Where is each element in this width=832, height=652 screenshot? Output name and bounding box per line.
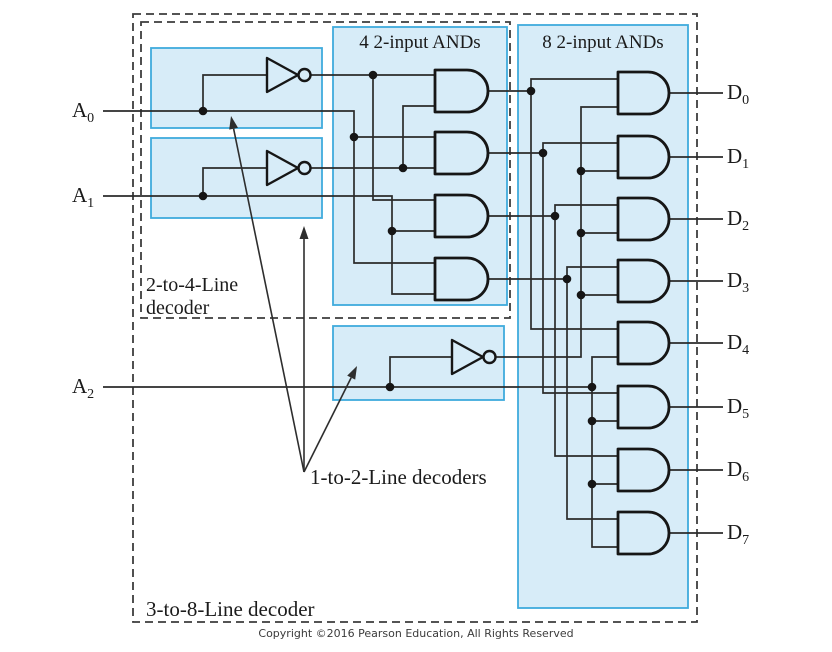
- inverter-a1-icon: [265, 149, 300, 187]
- and4-box-title: 4 2-input ANDs: [359, 32, 481, 53]
- arrowhead-icon: [299, 226, 309, 239]
- junction-dots: [198, 70, 597, 489]
- output-label-d3: D3: [727, 268, 750, 297]
- and-gate-d0-icon: [616, 70, 671, 116]
- input-label-a0: A0: [72, 98, 95, 127]
- and-gate-d4-icon: [616, 320, 671, 366]
- wire-a1-not: [310, 105, 435, 169]
- and8-box-title: 8 2-input ANDs: [542, 32, 664, 53]
- wire-outputs: [669, 92, 723, 534]
- output-label-d6: D6: [727, 457, 750, 486]
- and8-gates: [616, 70, 671, 556]
- input-label-a1: A1: [72, 183, 95, 212]
- junction-dot: [198, 191, 208, 201]
- output-label-d5: D5: [727, 394, 750, 423]
- and-gate-d2-icon: [616, 196, 671, 242]
- callout-arrow-left: [232, 128, 305, 473]
- junction-dot: [576, 290, 586, 300]
- junction-dot: [349, 132, 359, 142]
- label-3to8-decoder: 3-to-8-Line decoder: [146, 597, 315, 621]
- junction-dot: [576, 166, 586, 176]
- and-gate-m3-icon: [433, 256, 490, 302]
- junction-dot: [538, 148, 548, 158]
- input-label-a2: A2: [72, 374, 95, 403]
- junction-dot: [587, 382, 597, 392]
- junction-dot: [550, 211, 560, 221]
- inverters: [265, 56, 497, 376]
- junction-dot: [587, 479, 597, 489]
- and-gate-d6-icon: [616, 447, 671, 493]
- inverter-a2-bubble-icon: [482, 349, 497, 365]
- copyright-notice: Copyright ©2016 Pearson Education, All R…: [258, 627, 574, 640]
- output-label-d7: D7: [727, 520, 750, 549]
- and-gate-d1-icon: [616, 134, 671, 180]
- output-label-d2: D2: [727, 206, 750, 235]
- and8-box: [517, 24, 689, 609]
- decoder-box-a2: [332, 325, 505, 401]
- and4-gates: [433, 68, 490, 302]
- junction-dot: [562, 274, 572, 284]
- output-label-d1: D1: [727, 144, 750, 173]
- decoder-box-a0: [150, 47, 323, 129]
- wire-a0: [103, 74, 435, 264]
- callout-arrows: [229, 116, 357, 473]
- junction-dot: [587, 416, 597, 426]
- junction-dot: [387, 226, 397, 236]
- inverter-a2-icon: [450, 338, 485, 376]
- and-gate-d5-icon: [616, 384, 671, 430]
- inverter-a1-bubble-icon: [297, 160, 312, 176]
- output-label-d0: D0: [727, 80, 750, 109]
- callout-arrow-right: [303, 377, 352, 473]
- output-label-d4: D4: [727, 330, 750, 359]
- and-gate-d7-icon: [616, 510, 671, 556]
- arrowhead-icon: [229, 116, 238, 130]
- wire-a2: [103, 356, 618, 548]
- inverter-a0-icon: [265, 56, 300, 94]
- junction-dot: [198, 106, 208, 116]
- inverter-a0-bubble-icon: [297, 67, 312, 83]
- junction-dot: [368, 70, 378, 80]
- label-2to4-decoder: 2-to-4-Line decoder: [146, 274, 239, 319]
- junction-dot: [385, 382, 395, 392]
- junction-dot: [526, 86, 536, 96]
- inner-dashed-box-2to4: [140, 21, 511, 319]
- decoder-box-a1: [150, 137, 323, 219]
- and-gate-m2-icon: [433, 193, 490, 239]
- and-gate-m1-icon: [433, 130, 490, 176]
- junction-dot: [576, 228, 586, 238]
- arrowhead-icon: [347, 366, 357, 380]
- and-gate-m0-icon: [433, 68, 490, 114]
- and-gate-d3-icon: [616, 258, 671, 304]
- label-1to2-decoders: 1-to-2-Line decoders: [310, 465, 487, 489]
- junction-dot: [398, 163, 408, 173]
